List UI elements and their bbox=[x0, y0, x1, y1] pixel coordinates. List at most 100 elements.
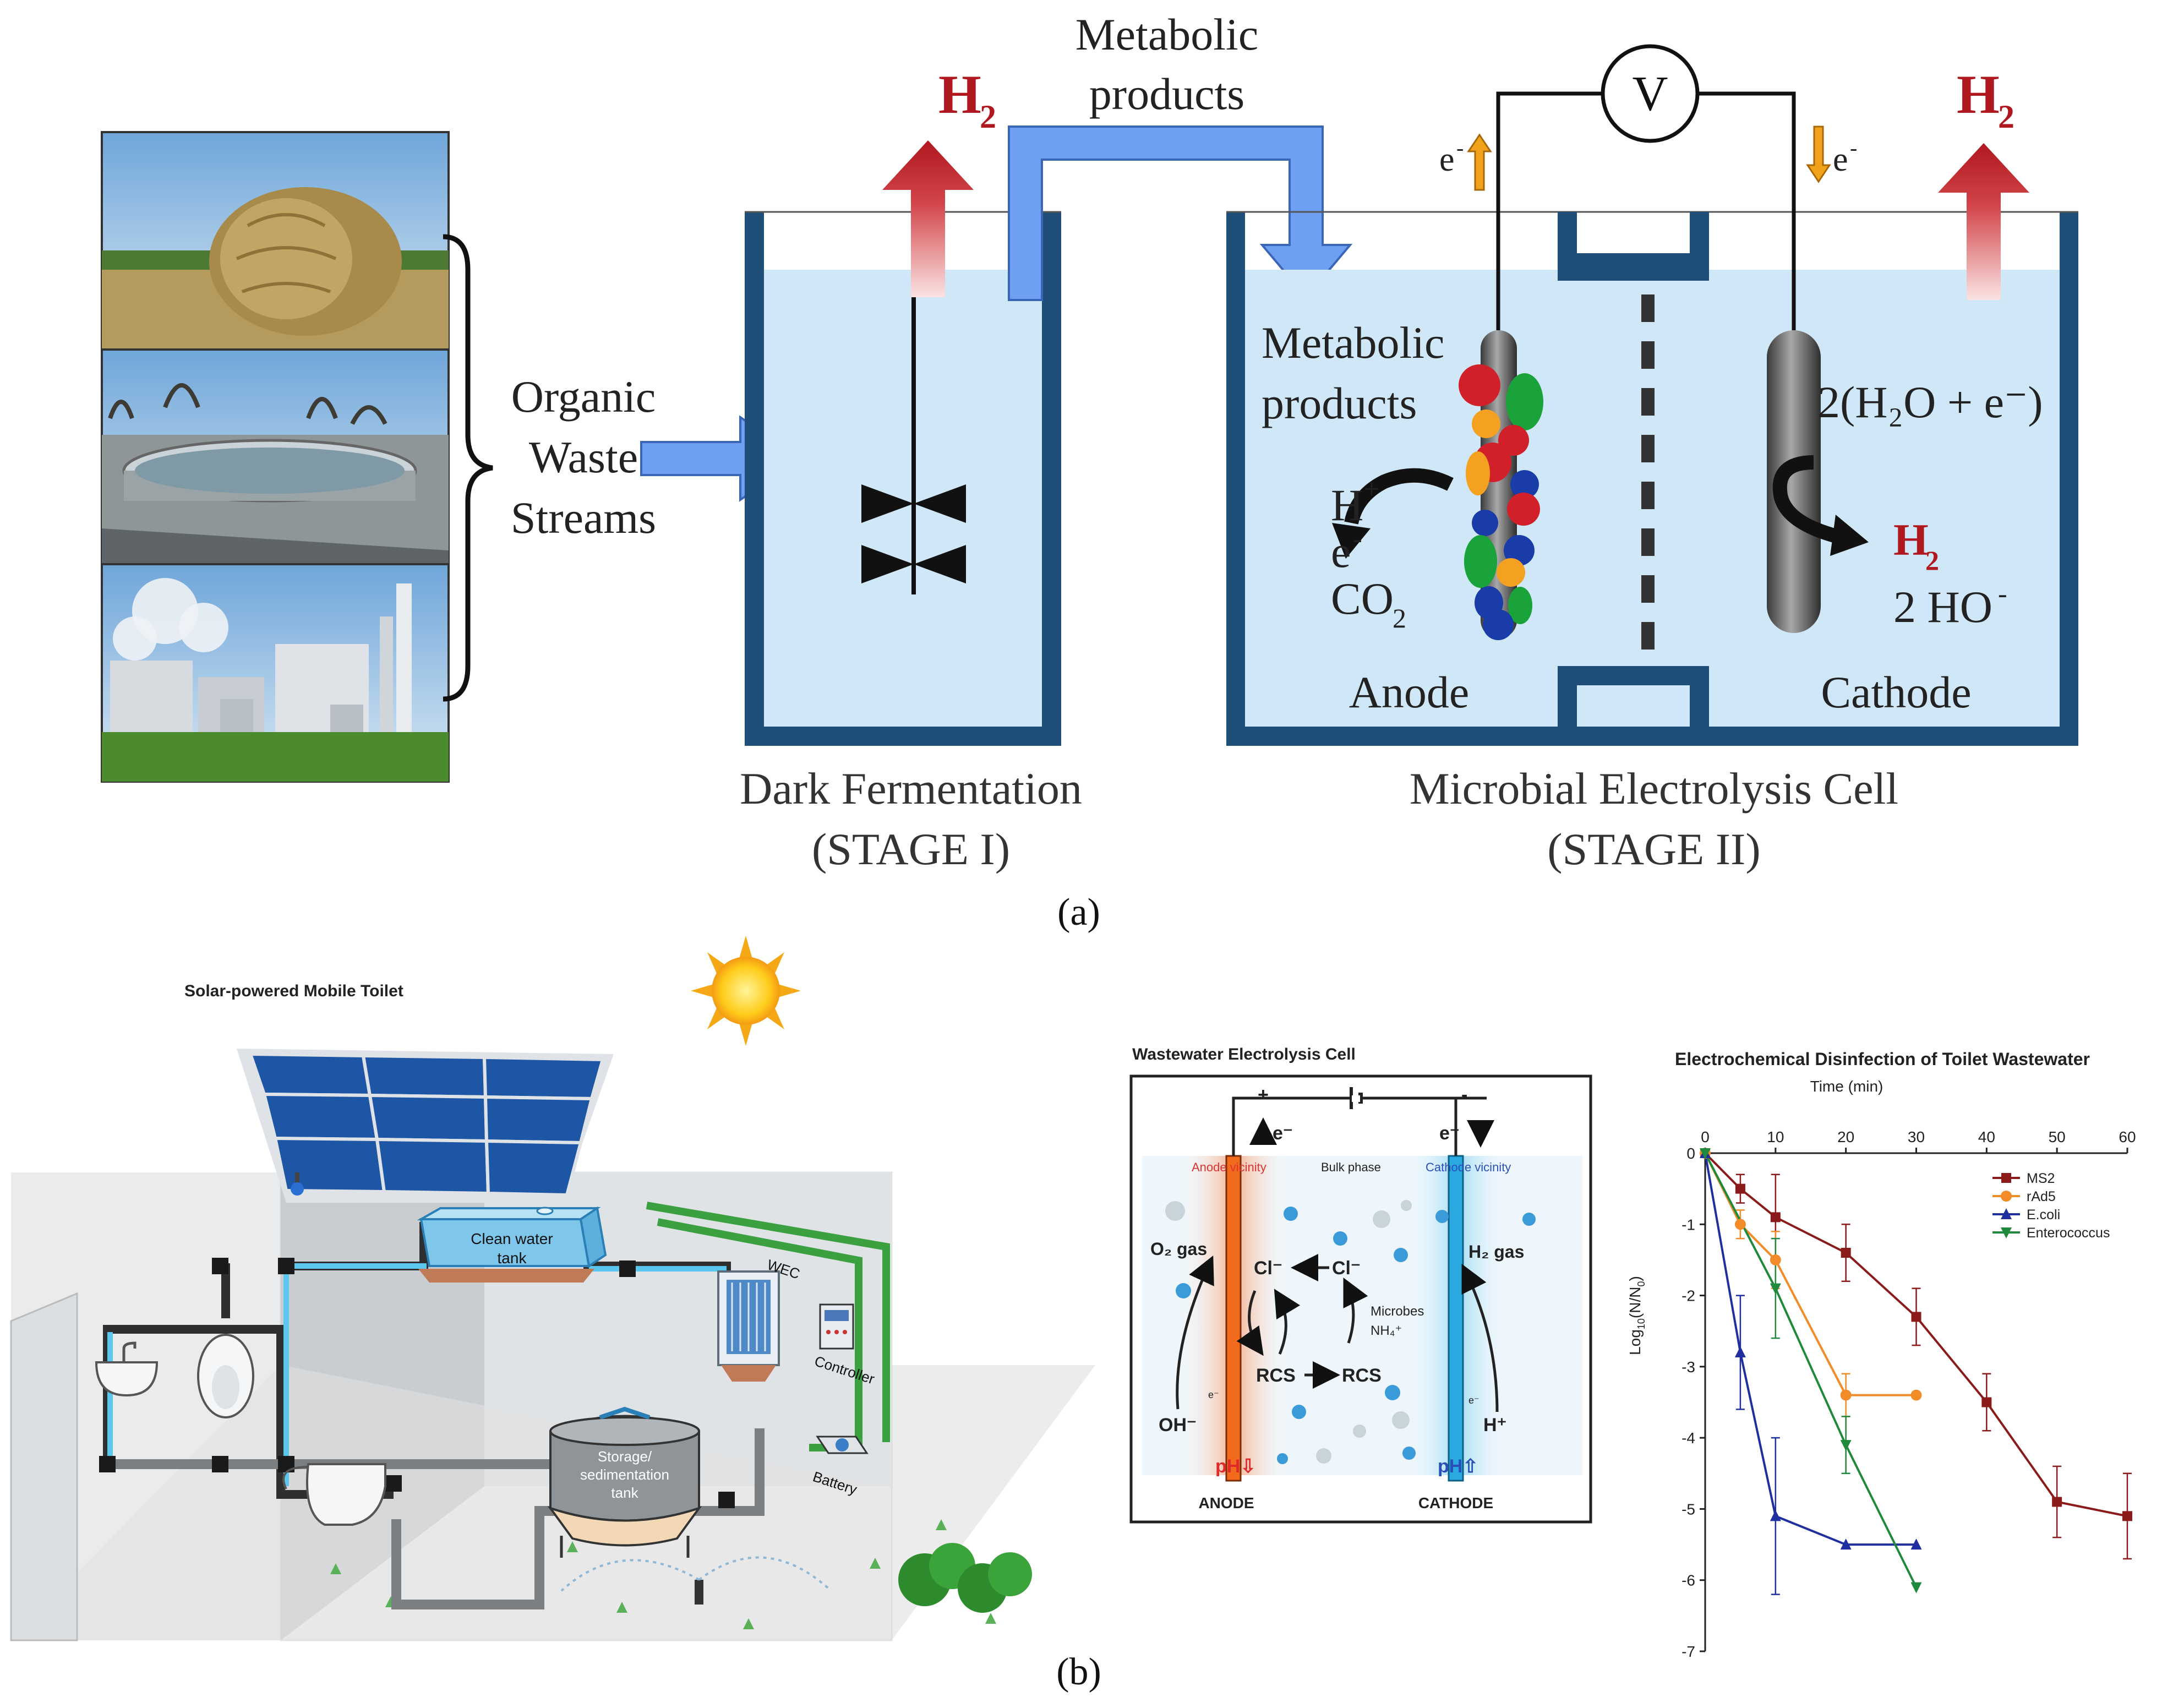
ph-right: pH⇧ bbox=[1438, 1456, 1478, 1477]
legend-label: MS2 bbox=[2027, 1171, 2055, 1186]
waste-label-line1: Organic bbox=[511, 372, 656, 422]
metabolic-products-top: Metabolic products bbox=[1075, 9, 1258, 119]
clean-water-label-2: tank bbox=[498, 1249, 527, 1267]
cathode-h2: H 2 bbox=[1893, 515, 1939, 576]
panel-b-label: (b) bbox=[1056, 1651, 1101, 1693]
data-point bbox=[1910, 1389, 1922, 1401]
bacteria-cluster bbox=[1459, 364, 1543, 640]
chart-title: Electrochemical Disinfection of Toilet W… bbox=[1675, 1049, 2090, 1069]
circuit-wire bbox=[1496, 91, 1796, 330]
metabolic-inner-line2: products bbox=[1262, 378, 1417, 428]
rcs-left: RCS bbox=[1256, 1365, 1296, 1386]
electron-down-arrow: e - bbox=[1806, 125, 1857, 183]
data-point bbox=[1700, 1148, 1711, 1159]
storage-label-1: Storage/ bbox=[598, 1448, 652, 1465]
h-plus: H bbox=[1331, 480, 1363, 530]
cl-right: Cl⁻ bbox=[1332, 1258, 1361, 1279]
stage1-line1: Dark Fermentation bbox=[740, 763, 1082, 814]
h2-left-text: H bbox=[938, 64, 981, 125]
waste-photos bbox=[101, 131, 450, 783]
disinfection-chart: Electrochemical Disinfection of Toilet W… bbox=[1626, 1049, 2136, 1660]
data-point bbox=[1981, 1397, 1992, 1407]
data-point bbox=[1840, 1440, 1852, 1451]
cell-e-right: e⁻ bbox=[1439, 1123, 1460, 1144]
sun-icon bbox=[691, 936, 801, 1046]
membrane bbox=[1641, 294, 1655, 650]
waste-label-line2: Waste bbox=[529, 432, 638, 482]
curly-brace bbox=[443, 234, 493, 702]
e-small-right: e⁻ bbox=[1468, 1395, 1479, 1406]
e-up-label: e bbox=[1439, 141, 1455, 178]
x-tick-label: 30 bbox=[1908, 1128, 1925, 1145]
e-down-sup: - bbox=[1850, 135, 1857, 160]
legend-marker bbox=[2001, 1208, 2012, 1219]
cl-left: Cl⁻ bbox=[1254, 1258, 1282, 1279]
cathode-vicinity-label: Cathode vicinity bbox=[1426, 1160, 1511, 1174]
stage1-line2: (STAGE I) bbox=[812, 824, 1010, 874]
cathode-reaction-arrow bbox=[1772, 455, 1841, 544]
panel-a-label: (a) bbox=[1057, 891, 1100, 934]
data-point bbox=[1770, 1212, 1781, 1223]
chart-lines bbox=[1704, 1152, 2128, 1588]
stirrer-blade-bottom bbox=[861, 545, 966, 583]
voltmeter bbox=[1601, 44, 1700, 143]
legend-marker bbox=[2001, 1191, 2012, 1202]
storage-label-3: tank bbox=[611, 1485, 638, 1501]
co2-sub: 2 bbox=[1393, 603, 1406, 634]
nh4-label: NH₄⁺ bbox=[1371, 1323, 1402, 1338]
x-tick-label: 20 bbox=[1837, 1128, 1854, 1145]
toilet-title: Solar-powered Mobile Toilet bbox=[184, 982, 403, 1000]
data-point bbox=[1840, 1538, 1852, 1550]
h2-arrow-right bbox=[1938, 143, 2029, 300]
cathode-ho: 2 HO - bbox=[1893, 578, 2007, 632]
e-minus: e bbox=[1331, 527, 1351, 577]
electrolysis-cell: Wastewater Electrolysis Cell + - e⁻ e⁻ A… bbox=[1129, 1045, 1592, 1524]
chart-ylabel: Log10(N/N0) bbox=[1626, 1276, 1647, 1355]
co2: CO bbox=[1331, 574, 1394, 624]
y-tick-label: -5 bbox=[1681, 1500, 1695, 1518]
photo-hay-bale bbox=[101, 131, 450, 351]
data-point bbox=[1770, 1510, 1781, 1521]
anode-vicinity-label: Anode vicinity bbox=[1192, 1160, 1266, 1174]
h2-arrow-left bbox=[882, 140, 974, 297]
data-point bbox=[1841, 1248, 1851, 1258]
h2-left-sub: 2 bbox=[980, 99, 996, 135]
data-point bbox=[1734, 1346, 1746, 1357]
y-tick-label: 0 bbox=[1686, 1145, 1695, 1162]
clean-water-tank: Clean water tank bbox=[417, 1206, 607, 1283]
e-minus-sup: - bbox=[1353, 523, 1362, 554]
storage-label-2: sedimentation bbox=[580, 1466, 669, 1483]
storage-tank: Storage/ sedimentation tank bbox=[547, 1406, 702, 1558]
legend-label: E.coli bbox=[2027, 1207, 2060, 1223]
metabolic-top-line1: Metabolic bbox=[1075, 9, 1258, 59]
data-point bbox=[1734, 1219, 1746, 1230]
metabolic-products-inner: Metabolic products bbox=[1262, 318, 1444, 428]
anode-reaction-arrowhead bbox=[1332, 523, 1371, 559]
legend-label: rAd5 bbox=[2027, 1189, 2056, 1204]
series-line-ms2 bbox=[1704, 1152, 2128, 1518]
cell-minus: - bbox=[1461, 1084, 1467, 1105]
bushes-icon bbox=[898, 1543, 1032, 1613]
microbes-label: Microbes bbox=[1371, 1304, 1424, 1319]
h2-label-right: H 2 bbox=[1957, 64, 2014, 135]
h2-gas-label: H₂ gas bbox=[1468, 1242, 1524, 1262]
y-tick-label: -3 bbox=[1681, 1358, 1695, 1376]
e-down-label: e bbox=[1833, 141, 1848, 178]
o2-gas-label: O₂ gas bbox=[1150, 1239, 1207, 1259]
x-tick-label: 50 bbox=[2049, 1128, 2066, 1145]
stage2-line1: Microbial Electrolysis Cell bbox=[1410, 763, 1898, 814]
h-plus-sup: + bbox=[1364, 473, 1379, 504]
clean-water-label-1: Clean water bbox=[471, 1230, 553, 1247]
data-point bbox=[1910, 1582, 1922, 1594]
anode-reactants: H + e - CO 2 bbox=[1331, 473, 1406, 634]
mec-tank bbox=[1226, 211, 2078, 746]
data-point bbox=[2122, 1511, 2132, 1521]
legend-marker bbox=[2001, 1173, 2011, 1183]
metabolic-inner-line1: Metabolic bbox=[1262, 318, 1444, 368]
y-tick-label: -7 bbox=[1681, 1643, 1695, 1660]
solar-panel bbox=[237, 1049, 614, 1203]
x-tick-label: 0 bbox=[1701, 1128, 1710, 1145]
h2-label-left: H 2 bbox=[938, 64, 996, 135]
